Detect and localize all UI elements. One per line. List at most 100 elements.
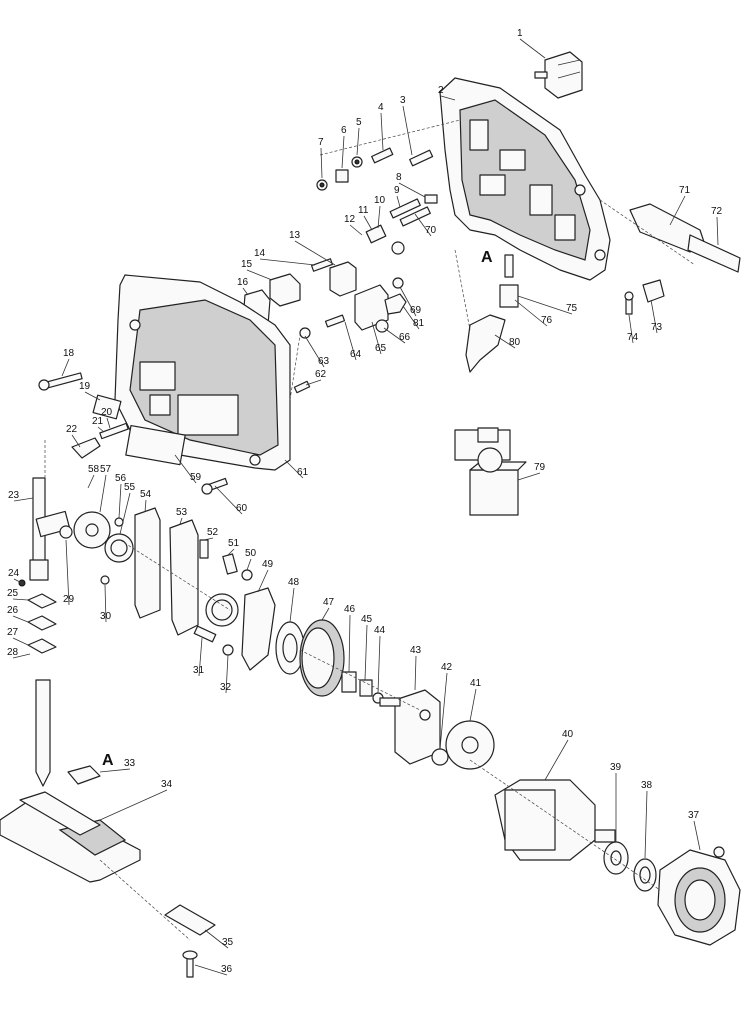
- small-parts-switch[interactable]: [324, 277, 407, 333]
- parts-73-74[interactable]: [624, 279, 665, 315]
- part-label-50: 50: [245, 548, 257, 559]
- leader-line-37: [693, 820, 701, 851]
- housing-left[interactable]: [114, 274, 291, 471]
- part-35[interactable]: [164, 904, 216, 936]
- leader-line-9: [396, 195, 401, 208]
- leader-line-63: [304, 335, 325, 368]
- small-parts-top[interactable]: [316, 147, 438, 255]
- part-33[interactable]: [67, 765, 101, 785]
- part-80[interactable]: [465, 314, 506, 373]
- part-label-28: 28: [7, 647, 19, 658]
- leader-line-12: [349, 224, 363, 236]
- leader-line-22: [71, 434, 81, 448]
- part-label-24: 24: [8, 568, 20, 579]
- part-label-53: 53: [176, 507, 188, 518]
- leader-line-52: [203, 537, 214, 541]
- part-label-26: 26: [7, 605, 19, 616]
- leader-line-16: [242, 287, 249, 296]
- part-label-64: 64: [350, 349, 362, 360]
- leader-line-6: [341, 135, 345, 169]
- housing-right[interactable]: [439, 77, 611, 281]
- leader-line-14: [259, 258, 316, 266]
- leader-line-55: [119, 492, 131, 535]
- leader-line-43: [414, 655, 417, 691]
- leader-line-76: [514, 299, 548, 327]
- leader-line-15: [246, 269, 273, 281]
- base-plate[interactable]: [0, 791, 141, 883]
- leader-line-47: [321, 607, 330, 621]
- fan[interactable]: [431, 720, 495, 770]
- leader-line-4: [380, 112, 384, 151]
- leader-line-45: [364, 624, 368, 681]
- leader-line-32: [225, 654, 229, 694]
- leader-line-41: [469, 688, 477, 722]
- part-label-44: 44: [374, 625, 386, 636]
- power-cord[interactable]: [687, 234, 741, 273]
- leader-line-30: [104, 584, 107, 623]
- leader-line-1: [519, 38, 546, 59]
- part-label-75: 75: [566, 303, 578, 314]
- saw-blade[interactable]: [35, 679, 51, 787]
- leader-line-46: [348, 614, 351, 673]
- leader-line-64: [344, 321, 357, 361]
- leader-line-13: [294, 240, 336, 266]
- leader-line-18: [61, 358, 70, 377]
- part-label-20: 20: [101, 407, 113, 418]
- leader-line-48: [289, 587, 295, 623]
- leader-line-61: [284, 459, 304, 479]
- part-label-72: 72: [711, 206, 723, 217]
- part-label-9: 9: [394, 185, 400, 196]
- switch-part[interactable]: [534, 51, 583, 99]
- leader-line-75: [517, 295, 573, 315]
- part-label-65: 65: [375, 343, 387, 354]
- bolt-36[interactable]: [182, 950, 198, 978]
- leader-line-28: [12, 653, 31, 659]
- armature[interactable]: [494, 779, 616, 861]
- part-label-10: 10: [374, 195, 386, 206]
- part-label-16: 16: [237, 277, 249, 288]
- screws-60-62-63[interactable]: [201, 327, 311, 495]
- part-label-40: 40: [562, 729, 574, 740]
- part-label-73: 73: [651, 322, 663, 333]
- part-label-34: 34: [161, 779, 173, 790]
- part-43[interactable]: [379, 689, 441, 765]
- gear-plate-parts[interactable]: [59, 507, 276, 671]
- part-label-45: 45: [361, 614, 373, 625]
- part-label-66: 66: [399, 332, 411, 343]
- leader-line-35: [204, 929, 229, 949]
- gear-assembly[interactable]: [275, 619, 384, 704]
- section-marker-a-bottom: A: [102, 752, 114, 769]
- part-label-7: 7: [318, 137, 324, 148]
- part-label-18: 18: [63, 348, 75, 359]
- bearings-38-39[interactable]: [603, 841, 657, 892]
- field-coil[interactable]: [657, 846, 741, 946]
- part-label-31: 31: [193, 665, 205, 676]
- part-label-56: 56: [115, 473, 127, 484]
- part-label-63: 63: [318, 356, 330, 367]
- part-label-33: 33: [124, 758, 136, 769]
- plunger-plates[interactable]: [27, 593, 57, 654]
- part-79[interactable]: [454, 427, 527, 516]
- leader-line-34: [99, 789, 168, 821]
- part-label-37: 37: [688, 810, 700, 821]
- leader-line-51: [227, 548, 235, 556]
- leader-line-40: [544, 739, 569, 781]
- leader-line-8: [398, 182, 426, 198]
- left-side-parts[interactable]: [38, 372, 186, 466]
- parts-75-76[interactable]: [499, 254, 519, 308]
- leader-line-81: [402, 305, 420, 330]
- part-label-58: 58: [88, 464, 100, 475]
- part-label-6: 6: [341, 125, 347, 136]
- leader-line-23: [13, 497, 34, 502]
- part-label-11: 11: [358, 205, 369, 216]
- part-label-14: 14: [254, 248, 266, 259]
- leader-line-7: [320, 147, 323, 179]
- part-label-1: 1: [517, 28, 523, 39]
- part-label-19: 19: [79, 381, 91, 392]
- part-label-32: 32: [220, 682, 232, 693]
- part-label-46: 46: [344, 604, 356, 615]
- part-label-76: 76: [541, 315, 553, 326]
- part-label-29: 29: [63, 594, 75, 605]
- leader-line-20: [106, 417, 111, 429]
- part-label-62: 62: [315, 369, 327, 380]
